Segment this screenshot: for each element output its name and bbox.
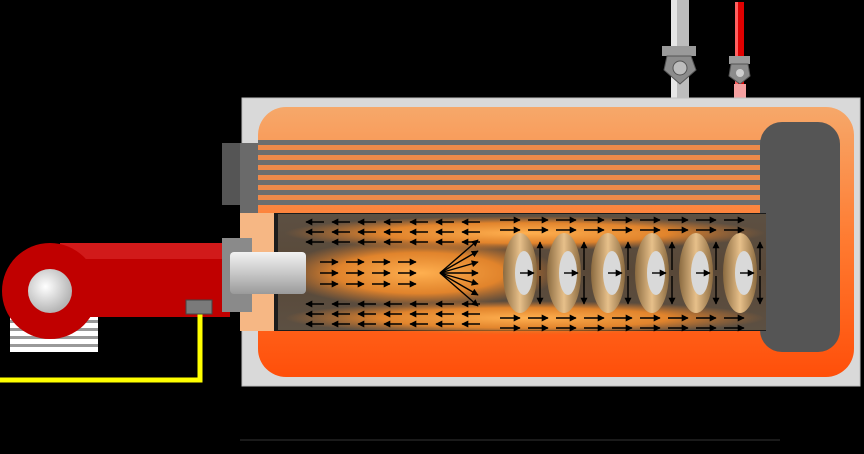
arrow-icon (439, 272, 479, 307)
flue-tube-bank (258, 140, 764, 205)
flame-glow-lower (285, 301, 765, 335)
pressure-gauge-icon (185, 299, 213, 315)
hot-water-pipe (735, 2, 744, 102)
gate-valve-icon (662, 46, 697, 85)
burner-assembly (2, 238, 306, 352)
safety-valve-icon (728, 56, 751, 104)
rear-combustion-chamber (760, 122, 840, 352)
arrow-icon (439, 239, 479, 274)
fuel-line (0, 299, 213, 383)
arrow-icon (439, 250, 479, 274)
arrow-icon (439, 272, 479, 296)
arrow-icon (439, 260, 479, 274)
arrow-icon (439, 272, 479, 286)
flame-core (280, 239, 560, 307)
